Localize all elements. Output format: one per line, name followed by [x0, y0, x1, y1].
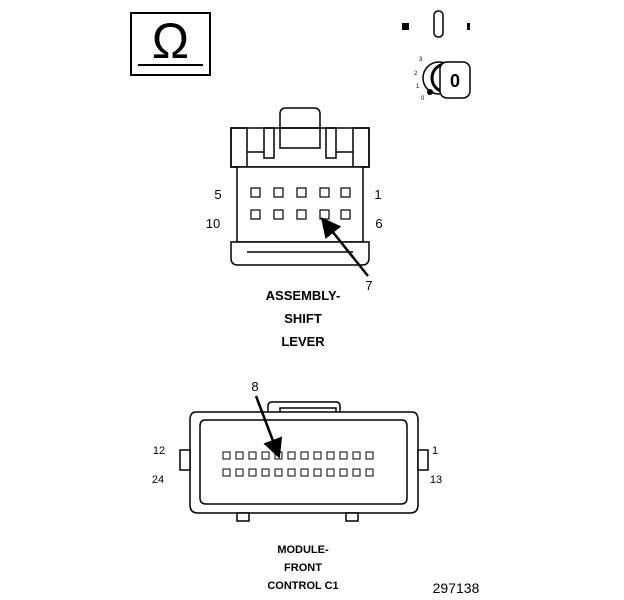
- module-pin-label-1: 1: [432, 445, 438, 457]
- module-title-line-1: MODULE-: [277, 544, 329, 556]
- ignition-position-3: 3: [419, 57, 423, 63]
- callout-8-arrow: [254, 395, 283, 459]
- module-title-line-2: FRONT: [284, 562, 322, 574]
- callout-7: 7: [365, 278, 372, 293]
- module-title-line-3: CONTROL C1: [267, 580, 338, 592]
- callout-8: 8: [251, 379, 258, 394]
- figure-number: 297138: [433, 580, 480, 596]
- ignition-key-switch-icon: 0 3 2 1 0: [402, 10, 471, 102]
- shift-lever-pin-grid: [250, 187, 351, 220]
- module-pin-label-24: 24: [152, 474, 164, 486]
- module-pin-label-12: 12: [153, 445, 165, 457]
- module-pin-label-13: 13: [430, 474, 442, 486]
- shift-lever-pin-label-6: 6: [375, 216, 382, 231]
- ohm-symbol-icon: Ω: [130, 12, 211, 76]
- shift-lever-pin-label-5: 5: [214, 187, 221, 202]
- shift-lever-pin-label-1: 1: [374, 187, 381, 202]
- callout-7-arrow: [320, 217, 369, 277]
- ignition-position-0: 0: [421, 96, 425, 102]
- shift-lever-title-line-3: LEVER: [281, 334, 325, 349]
- shift-lever-title-line-1: ASSEMBLY-: [266, 288, 341, 303]
- shift-lever-connector: [230, 107, 370, 277]
- shift-lever-title-line-2: SHIFT: [284, 311, 322, 326]
- shift-lever-pin-label-10: 10: [206, 216, 220, 231]
- module-front-control-connector: [179, 395, 429, 522]
- ignition-switch-label: 0: [450, 71, 460, 91]
- ignition-position-2: 2: [414, 71, 418, 77]
- ignition-position-1: 1: [416, 84, 420, 90]
- ohm-symbol-text: Ω: [152, 13, 189, 69]
